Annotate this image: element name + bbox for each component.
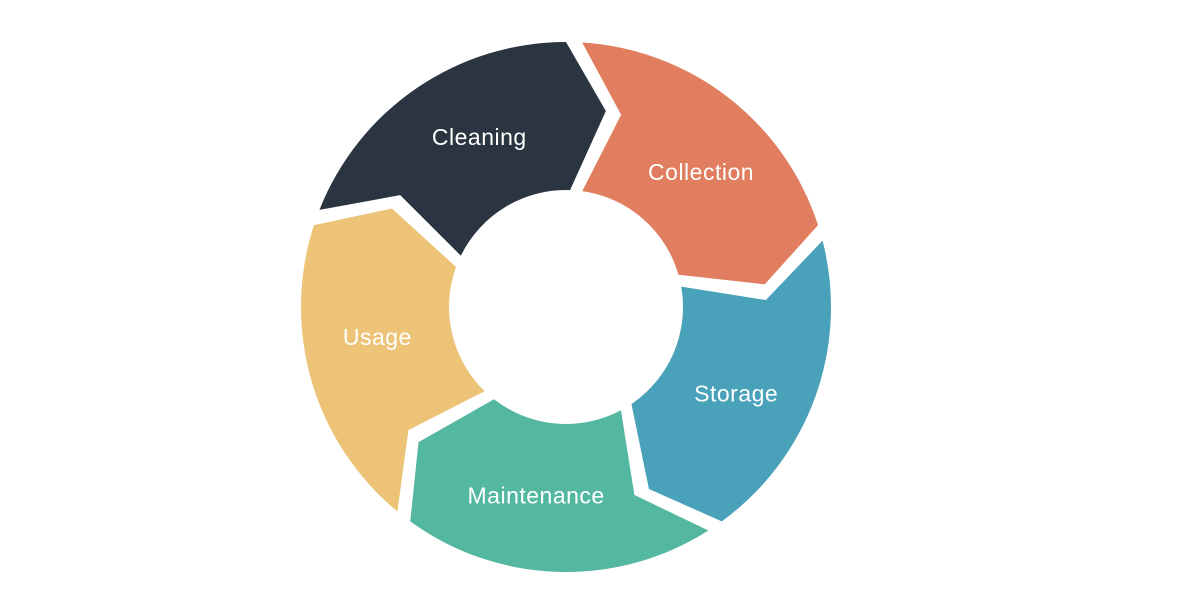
segment-usage xyxy=(301,208,485,512)
segment-label-collection: Collection xyxy=(648,159,754,185)
segment-label-storage: Storage xyxy=(694,381,778,407)
segment-label-maintenance: Maintenance xyxy=(468,483,605,509)
segment-label-usage: Usage xyxy=(343,324,412,350)
segment-label-cleaning: Cleaning xyxy=(432,124,527,150)
segment-collection xyxy=(582,42,819,285)
segment-maintenance xyxy=(410,399,709,572)
segment-storage xyxy=(631,240,832,522)
segment-cleaning xyxy=(319,42,606,256)
